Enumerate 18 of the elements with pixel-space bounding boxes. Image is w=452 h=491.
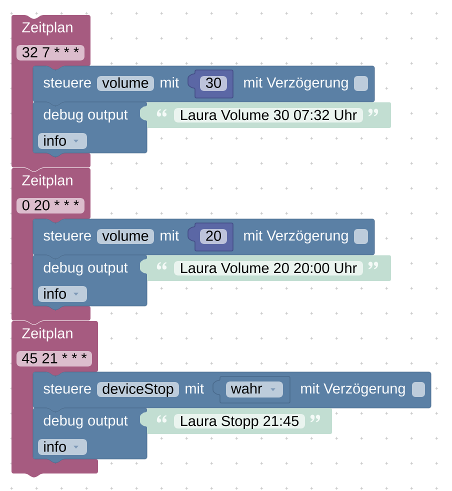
number-block: 20 (188, 222, 234, 252)
node-label: Zeitplan (22, 328, 72, 342)
object-field: volume (97, 76, 154, 91)
object-field: deviceStop (97, 382, 179, 397)
text-block: Laura Stopp 21:45 (140, 408, 332, 434)
dropdown-field: info (38, 286, 87, 302)
object-field: volume (97, 229, 154, 244)
number-block: 30 (188, 70, 234, 98)
node-label: Zeitplan (22, 22, 72, 36)
text-block: Laura Volume 20 20:00 Uhr (140, 255, 391, 281)
dropdown-field: info (38, 439, 87, 455)
cron-field: 45 21 * * * (16, 351, 92, 366)
dropdown-field: info (38, 133, 87, 149)
boolean-block: wahr (212, 376, 290, 404)
cron-field: 0 20 * * * (16, 198, 84, 214)
text-block: Laura Volume 30 07:32 Uhr (140, 102, 391, 128)
cron-field: 32 7 * * * (16, 45, 84, 60)
node-label: Zeitplan (22, 174, 72, 188)
